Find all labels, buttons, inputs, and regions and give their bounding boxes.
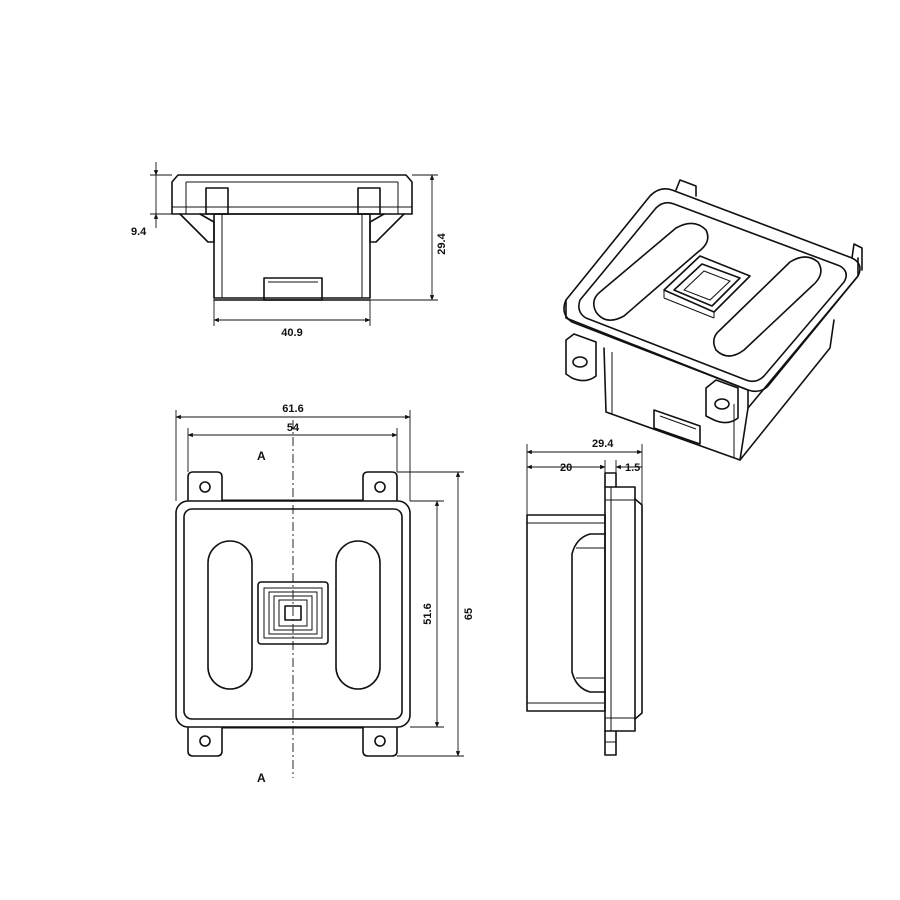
side-taper xyxy=(571,533,606,693)
isometric-view xyxy=(563,179,863,461)
side-top-clip xyxy=(604,472,617,488)
section-mark-bottom: A xyxy=(257,771,266,785)
iso-body xyxy=(603,347,749,461)
dim-top-view-height: 29.4 xyxy=(436,232,448,254)
side-flange xyxy=(604,486,636,732)
side-view: 29.4 20 1.5 xyxy=(526,438,643,756)
front-bezel-outer xyxy=(175,500,411,728)
side-front-lip xyxy=(634,498,643,720)
front-bottom-right-ear xyxy=(362,727,398,757)
front-top-left-ear xyxy=(187,471,223,501)
iso-right-slot xyxy=(712,256,822,357)
section-mark-top: A xyxy=(257,449,266,463)
top-view-connector xyxy=(263,277,323,301)
side-bottom-clip xyxy=(604,730,617,756)
front-view: A A 61.6 54 51.6 65 xyxy=(175,403,475,785)
iso-connector xyxy=(653,409,701,445)
front-left-slot xyxy=(207,540,253,690)
top-view-left-clip xyxy=(205,187,229,215)
top-view-right-clip xyxy=(357,187,381,215)
dim-top-view-width: 40.9 xyxy=(281,327,302,339)
front-top-right-ear xyxy=(362,471,398,501)
top-view-right-latch xyxy=(369,213,405,243)
dim-front-overall-height: 65 xyxy=(463,608,475,620)
dim-side-flange-depth: 1.5 xyxy=(625,462,640,474)
iso-bezel-outer xyxy=(563,188,861,393)
top-view-left-latch xyxy=(179,213,215,243)
dim-side-total-depth: 29.4 xyxy=(592,438,614,450)
iso-rear-right-ear xyxy=(851,243,863,271)
iso-left-slot xyxy=(592,222,709,321)
iso-bezel-inner xyxy=(578,201,848,383)
top-view-body xyxy=(213,213,371,299)
dim-front-body-height: 51.6 xyxy=(422,603,434,624)
iso-rear-left-ear xyxy=(675,179,697,197)
iso-left-ear xyxy=(565,333,597,382)
front-bottom-left-ear xyxy=(187,727,223,757)
front-right-slot xyxy=(335,540,381,690)
top-view-flange xyxy=(171,174,413,215)
iso-right-ear xyxy=(705,379,739,424)
top-view: 29.4 9.4 40.9 xyxy=(131,162,448,339)
dim-top-view-flange: 9.4 xyxy=(131,226,147,238)
front-center-window xyxy=(257,581,329,645)
side-body xyxy=(526,514,606,712)
dim-front-body-width: 54 xyxy=(287,422,300,434)
front-bezel-inner xyxy=(183,508,403,720)
dim-side-body-depth: 20 xyxy=(560,462,572,474)
iso-center-window xyxy=(663,255,751,313)
dim-front-overall-width: 61.6 xyxy=(282,403,303,415)
